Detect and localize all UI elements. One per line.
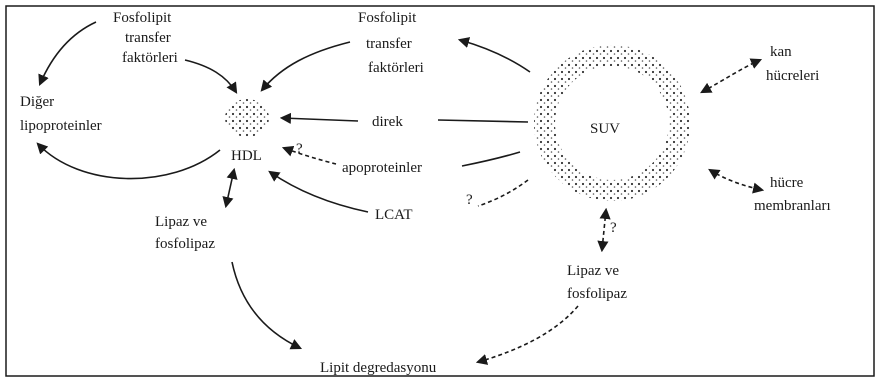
svg-text:fosfolipaz: fosfolipaz (155, 236, 215, 252)
suv-label: SUV (590, 121, 620, 137)
svg-text:Fosfolipit: Fosfolipit (358, 10, 417, 26)
lcat-label: LCAT (375, 207, 413, 223)
fosfolipit-transfer-left-label: Fosfolipit transfer faktörleri (113, 10, 178, 66)
lipit-degredasyonu-label: Lipit degredasyonu (320, 360, 437, 376)
svg-text:transfer: transfer (366, 36, 412, 52)
arrow-lipaz-left-to-degredasyon (232, 262, 300, 348)
svg-text:hücreleri: hücreleri (766, 68, 819, 84)
svg-text:Diğer: Diğer (20, 94, 54, 110)
arrow-apo-right-segment (462, 152, 520, 166)
diger-lipoproteinler-label: Diğer lipoproteinler (20, 94, 102, 134)
arrow-hdl-to-diger (38, 144, 220, 179)
arrow-hdl-lipaz-left (226, 170, 234, 206)
question-mark-suv: ? (610, 220, 617, 236)
hdl-label: HDL (231, 148, 262, 164)
apoproteinler-label: apoproteinler (342, 160, 422, 176)
arrow-lipaz-right-to-degredasyon (478, 306, 578, 362)
svg-text:faktörleri: faktörleri (122, 50, 178, 66)
arrow-lcat-right-segment (478, 180, 528, 206)
svg-text:faktörleri: faktörleri (368, 60, 424, 76)
arrow-suv-hucre-membranlari (710, 170, 762, 190)
svg-text:transfer: transfer (125, 30, 171, 46)
svg-text:membranları: membranları (754, 198, 831, 214)
svg-text:fosfolipaz: fosfolipaz (567, 286, 627, 302)
direk-label: direk (372, 114, 403, 130)
kan-hucreleri-label: kan hücreleri (766, 44, 819, 84)
arrow-direk-right-segment (438, 120, 528, 122)
svg-text:hücre: hücre (770, 175, 804, 191)
svg-text:lipoproteinler: lipoproteinler (20, 118, 102, 134)
lipaz-left-label: Lipaz ve fosfolipaz (155, 214, 215, 252)
svg-text:Lipaz ve: Lipaz ve (155, 214, 207, 230)
question-mark-lcat: ? (466, 192, 473, 208)
lipaz-right-label: Lipaz ve fosfolipaz (567, 263, 627, 302)
hucre-membranlari-label: hücre membranları (754, 175, 831, 214)
arrow-suv-to-ftf (460, 40, 530, 72)
arrow-suv-lipaz-right (602, 210, 606, 250)
arrow-ftf-left-to-hdl (185, 60, 236, 92)
svg-text:Fosfolipit: Fosfolipit (113, 10, 172, 26)
svg-text:kan: kan (770, 44, 792, 60)
fosfolipit-transfer-right-label: Fosfolipit transfer faktörleri (358, 10, 424, 76)
arrow-ftf-to-diger (40, 22, 96, 84)
hdl-particle (225, 99, 269, 137)
arrow-apo-to-hdl (284, 148, 336, 164)
arrow-direk-to-hdl (282, 118, 358, 121)
arrow-lcat-to-hdl (270, 172, 368, 212)
svg-text:Lipaz ve: Lipaz ve (567, 263, 619, 279)
arrow-ftf-right-to-hdl (262, 42, 350, 90)
arrow-suv-kan-hucreleri (702, 60, 760, 92)
